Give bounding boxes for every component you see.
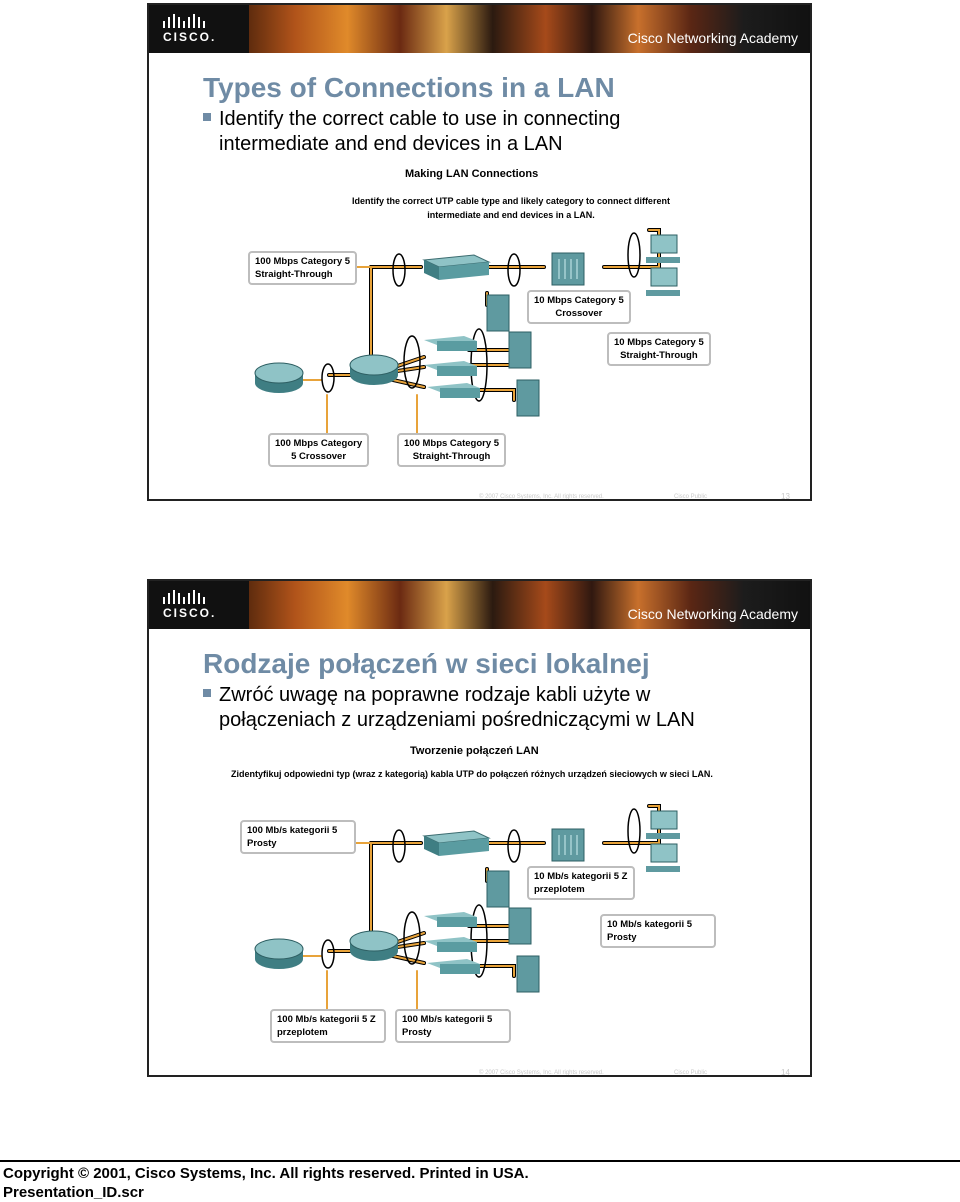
top-switch-icon: [424, 255, 489, 280]
slide-number: 13: [781, 492, 790, 501]
router-icon: [255, 355, 398, 393]
slide-types-of-connections: CISCO. Cisco Networking Academy Types of…: [147, 3, 812, 501]
stacked-switches-icon: [424, 912, 480, 974]
page-footer-rule: [0, 1160, 960, 1162]
router-icon: [255, 931, 398, 969]
slide-copyright: © 2007 Cisco Systems, Inc. All rights re…: [479, 1070, 604, 1076]
label-10mbps-straight: 10 Mbps Category 5 Straight-Through: [607, 332, 711, 366]
slide-public-tag: Cisco Public: [674, 1070, 707, 1076]
slide-copyright: © 2007 Cisco Systems, Inc. All rights re…: [479, 494, 604, 500]
page-footer: Copyright © 2001, Cisco Systems, Inc. Al…: [3, 1164, 529, 1202]
label-100mbs-prosty-bottom: 100 Mb/s kategorii 5 Prosty: [395, 1009, 511, 1043]
label-100mbps-straight-top: 100 Mbps Category 5 Straight-Through: [248, 251, 357, 285]
label-100mbs-prosty-top: 100 Mb/s kategorii 5 Prosty: [240, 820, 356, 854]
presentation-id: Presentation_ID.scr: [3, 1183, 529, 1202]
stacked-switches-icon: [424, 336, 480, 398]
slide-rodzaje-polaczen: CISCO. Cisco Networking Academy Rodzaje …: [147, 579, 812, 1077]
label-100mbps-crossover: 100 Mbps Category 5 Crossover: [268, 433, 369, 467]
hub-icon: [552, 253, 584, 285]
slide-public-tag: Cisco Public: [674, 494, 707, 500]
page-copyright: Copyright © 2001, Cisco Systems, Inc. Al…: [3, 1164, 529, 1183]
label-10mbs-prosty: 10 Mb/s kategorii 5 Prosty: [600, 914, 716, 948]
slide-number: 14: [781, 1068, 790, 1077]
label-10mbs-przeplot: 10 Mb/s kategorii 5 Z przeplotem: [527, 866, 635, 900]
top-switch-icon: [424, 831, 489, 856]
label-100mbps-straight-bottom: 100 Mbps Category 5 Straight-Through: [397, 433, 506, 467]
label-10mbps-crossover: 10 Mbps Category 5 Crossover: [527, 290, 631, 324]
label-100mbs-przeplot: 100 Mb/s kategorii 5 Z przeplotem: [270, 1009, 386, 1043]
hub-icon: [552, 829, 584, 861]
